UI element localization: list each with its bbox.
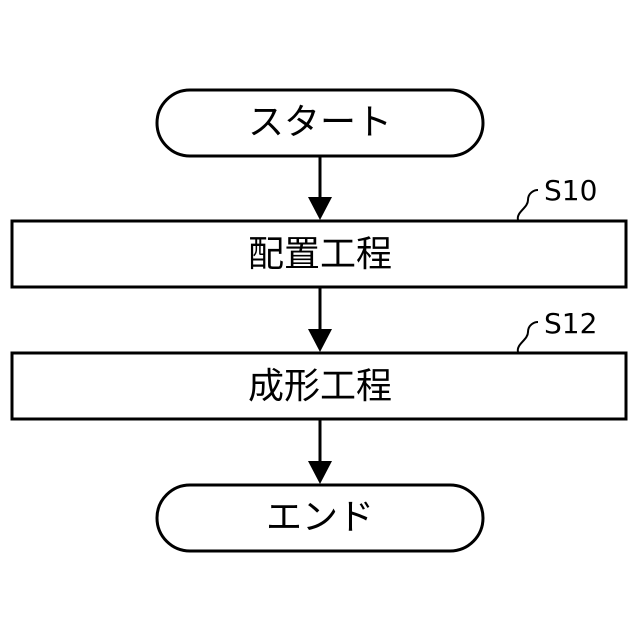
step-ref-s10-label: S10	[544, 174, 597, 207]
arrow-placement-to-forming	[308, 287, 332, 352]
end-terminator: エンド	[157, 485, 483, 551]
end-label: エンド	[266, 497, 374, 538]
start-label: スタート	[248, 102, 392, 143]
step-ref-s12-label: S12	[544, 307, 597, 340]
step-ref-s10: S10	[518, 174, 598, 220]
step-ref-s12: S12	[518, 307, 598, 352]
start-terminator: スタート	[157, 90, 483, 156]
process-step-forming: 成形工程	[12, 353, 626, 419]
process-step-forming-label: 成形工程	[248, 366, 392, 407]
arrow-start-to-placement	[308, 156, 332, 220]
process-step-placement: 配置工程	[12, 221, 626, 287]
arrow-forming-to-end	[308, 419, 332, 484]
process-step-placement-label: 配置工程	[248, 234, 392, 275]
